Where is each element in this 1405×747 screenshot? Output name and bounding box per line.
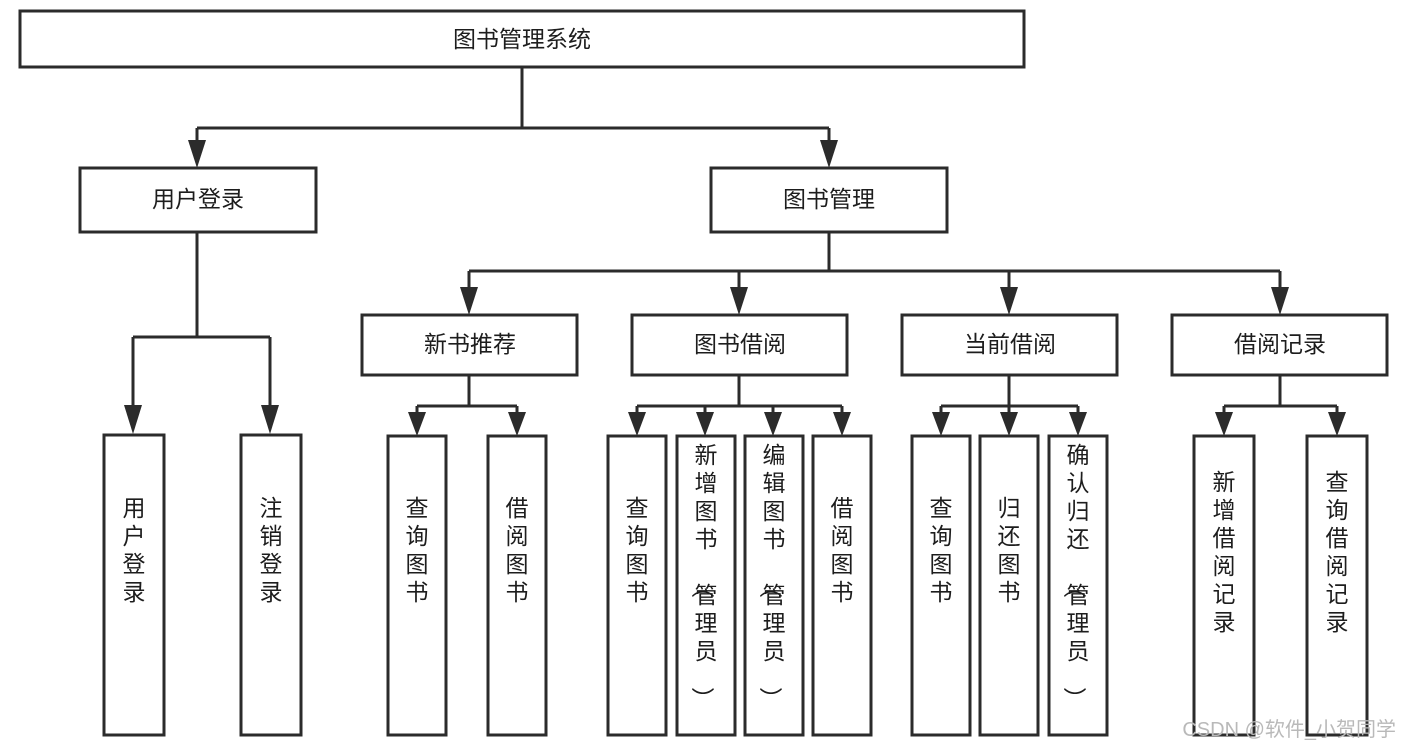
leaf-edit-book-admin-label: 编辑图书（管理员） xyxy=(758,442,786,710)
node-book-borrow-label: 图书借阅 xyxy=(694,331,786,357)
arrow-head-leaf-return-book xyxy=(1000,412,1018,436)
node-new-book-recommend-label: 新书推荐 xyxy=(424,331,516,357)
leaf-query-borrow-record-box[interactable] xyxy=(1305,434,1369,737)
arrow-head-leaf-edit-book-admin xyxy=(764,412,782,436)
node-user-login[interactable]: 用户登录 xyxy=(78,166,318,234)
leaf-user-login-box[interactable] xyxy=(102,433,166,737)
leaf-confirm-return-admin-label: 确认归还（管理员） xyxy=(1062,442,1090,710)
node-root-box[interactable] xyxy=(18,9,1026,69)
node-root[interactable]: 图书管理系统 xyxy=(18,9,1026,69)
node-book-management-box[interactable] xyxy=(709,166,949,234)
leaf-user-login[interactable]: 用户登录 xyxy=(102,433,166,737)
leaf-return-book-box[interactable] xyxy=(978,434,1040,737)
leaf-return-book[interactable]: 归还图书 xyxy=(978,434,1040,737)
leaf-borrow-book-1-box[interactable] xyxy=(486,434,548,737)
node-borrow-record-label: 借阅记录 xyxy=(1234,331,1326,357)
leaf-confirm-return-admin[interactable]: 确认归还（管理员） xyxy=(1047,434,1109,737)
node-user-login-label: 用户登录 xyxy=(152,186,244,212)
node-book-management[interactable]: 图书管理 xyxy=(709,166,949,234)
leaf-query-book-3[interactable]: 查询图书 xyxy=(910,434,972,737)
node-root-label: 图书管理系统 xyxy=(453,26,591,52)
leaf-borrow-book-2-label: 借阅图书 xyxy=(831,495,854,605)
node-book-borrow-box[interactable] xyxy=(630,313,849,377)
node-user-login-box[interactable] xyxy=(78,166,318,234)
leaf-query-book-1-box[interactable] xyxy=(386,434,448,737)
leaf-add-borrow-record-box[interactable] xyxy=(1192,434,1256,737)
leaf-return-book-label: 归还图书 xyxy=(998,495,1021,605)
arrow-head-leaf-borrow-book-2 xyxy=(833,412,851,436)
leaf-logout-login-box[interactable] xyxy=(239,433,303,737)
arrow-head-leaf-borrow-book-1 xyxy=(508,412,526,436)
leaf-user-login-label: 用户登录 xyxy=(123,495,146,605)
leaf-confirm-return-admin-box[interactable] xyxy=(1047,434,1109,737)
arrow-head-leaf-add-book-admin xyxy=(696,412,714,436)
leaf-query-borrow-record[interactable]: 查询借阅记录 xyxy=(1305,434,1369,737)
arrow-head-leaf-query-book-1 xyxy=(408,412,426,436)
arrow-head-leaf-logout-login xyxy=(261,405,279,434)
node-current-borrow-box[interactable] xyxy=(900,313,1119,377)
arrow-head-borrow-record xyxy=(1271,287,1289,315)
leaf-query-book-1[interactable]: 查询图书 xyxy=(386,434,448,737)
leaf-add-book-admin-box[interactable] xyxy=(675,434,737,737)
leaf-edit-book-admin-box[interactable] xyxy=(743,434,805,737)
leaf-query-book-3-box[interactable] xyxy=(910,434,972,737)
leaf-query-book-3-label: 查询图书 xyxy=(930,495,953,605)
node-borrow-record-box[interactable] xyxy=(1170,313,1389,377)
leaf-logout-login[interactable]: 注销登录 xyxy=(239,433,303,737)
node-current-borrow-label: 当前借阅 xyxy=(964,331,1056,357)
arrow-head-user-login xyxy=(188,140,206,168)
node-new-book-recommend-box[interactable] xyxy=(360,313,579,377)
arrow-head-leaf-add-borrow-record xyxy=(1215,412,1233,436)
leaf-borrow-book-1[interactable]: 借阅图书 xyxy=(486,434,548,737)
node-book-management-label: 图书管理 xyxy=(783,186,875,212)
leaf-query-book-2-box[interactable] xyxy=(606,434,668,737)
arrow-head-book-borrow xyxy=(730,287,748,315)
arrow-head-book-management xyxy=(820,140,838,168)
arrow-head-leaf-user-login xyxy=(124,405,142,434)
leaf-borrow-book-1-label: 借阅图书 xyxy=(506,495,529,605)
leaf-query-book-2-label: 查询图书 xyxy=(626,495,649,605)
leaf-query-borrow-record-label: 查询借阅记录 xyxy=(1326,469,1349,635)
leaf-query-book-1-label: 查询图书 xyxy=(406,495,429,605)
leaf-borrow-book-2-box[interactable] xyxy=(811,434,873,737)
leaf-borrow-book-2[interactable]: 借阅图书 xyxy=(811,434,873,737)
arrow-head-leaf-query-book-3 xyxy=(932,412,950,436)
node-borrow-record[interactable]: 借阅记录 xyxy=(1170,313,1389,377)
leaf-query-book-2[interactable]: 查询图书 xyxy=(606,434,668,737)
arrow-head-leaf-query-book-2 xyxy=(628,412,646,436)
leaf-logout-login-label: 注销登录 xyxy=(260,495,283,605)
node-current-borrow[interactable]: 当前借阅 xyxy=(900,313,1119,377)
leaf-add-book-admin-label: 新增图书（管理员） xyxy=(690,442,718,710)
arrow-head-leaf-query-borrow-record xyxy=(1328,412,1346,436)
leaf-add-borrow-record-label: 新增借阅记录 xyxy=(1213,469,1236,635)
leaf-edit-book-admin[interactable]: 编辑图书（管理员） xyxy=(743,434,805,737)
leaf-add-book-admin[interactable]: 新增图书（管理员） xyxy=(675,434,737,737)
node-new-book-recommend[interactable]: 新书推荐 xyxy=(360,313,579,377)
arrow-head-leaf-confirm-return-admin xyxy=(1069,412,1087,436)
node-book-borrow[interactable]: 图书借阅 xyxy=(630,313,849,377)
arrow-head-new-book-recommend xyxy=(460,287,478,315)
leaf-add-borrow-record[interactable]: 新增借阅记录 xyxy=(1192,434,1256,737)
connector-layer xyxy=(124,67,1346,436)
arrow-head-current-borrow xyxy=(1000,287,1018,315)
csdn-watermark: CSDN @软件_小贺同学 xyxy=(1182,718,1396,741)
